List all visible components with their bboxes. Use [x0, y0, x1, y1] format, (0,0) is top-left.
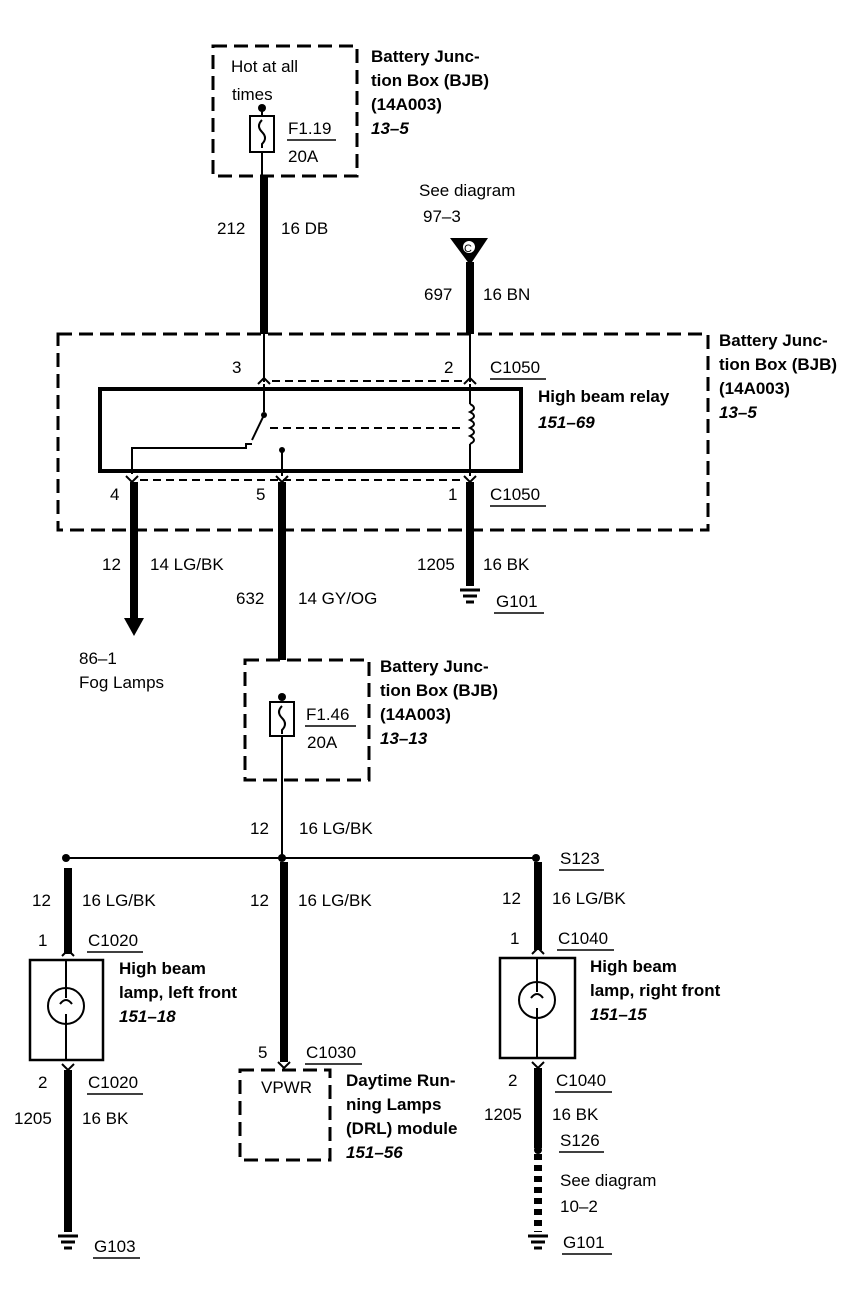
right-see-1: See diagram — [560, 1171, 656, 1190]
wire-12-fog-gauge: 14 LG/BK — [150, 555, 224, 574]
wire-697-gauge: 16 BN — [483, 285, 530, 304]
fuse-f146-id: F1.46 — [306, 705, 349, 724]
drl-terminal: VPWR — [261, 1078, 312, 1097]
left-circuit: 12 — [32, 891, 51, 910]
bjb-main-title-1: Battery Junc- — [719, 331, 828, 350]
see-top-line-1: See diagram — [419, 181, 515, 200]
right-see-2: 10–2 — [560, 1197, 598, 1216]
fog-arrow-icon — [124, 618, 144, 636]
wire-212-circuit: 212 — [217, 219, 245, 238]
bjb-mid-title-2: tion Box (BJB) — [380, 681, 498, 700]
connector-c1050-top: C1050 — [490, 358, 540, 377]
wire-12-mid-gauge: 16 LG/BK — [299, 819, 373, 838]
right-ref: 151–15 — [590, 1005, 647, 1024]
pin-3: 3 — [232, 358, 241, 377]
relay-ref: 151–69 — [538, 413, 595, 432]
relay-coil-icon — [467, 403, 475, 445]
wire-12-fog-circuit: 12 — [102, 555, 121, 574]
bjb-top-box — [211, 44, 359, 178]
right-pin-top: 1 — [510, 929, 519, 948]
connector-c1050-bottom: C1050 — [490, 485, 540, 504]
pin-4: 4 — [110, 485, 119, 504]
splice-s123: S123 — [560, 849, 600, 868]
splice-s126-node — [534, 1146, 542, 1154]
ground-g103-icon — [58, 1234, 78, 1250]
fuse-f146-rating: 20A — [307, 733, 338, 752]
wire-632-gauge: 14 GY/OG — [298, 589, 377, 608]
wire-1205-top-circuit: 1205 — [417, 555, 455, 574]
bjb-mid-box — [243, 658, 371, 782]
wire-12-mid-circuit: 12 — [250, 819, 269, 838]
right-pin-bottom: 2 — [508, 1071, 517, 1090]
ground-g101-top-icon — [460, 588, 480, 604]
bjb-top-title-1: Battery Junc- — [371, 47, 480, 66]
drl-name-3: (DRL) module — [346, 1119, 457, 1138]
fog-line-2: Fog Lamps — [79, 673, 164, 692]
right-name-2: lamp, right front — [590, 981, 721, 1000]
pin-2: 2 — [444, 358, 453, 377]
fog-line-1: 86–1 — [79, 649, 117, 668]
bjb-main-ref: 13–5 — [719, 403, 757, 422]
drl-pin: 5 — [258, 1043, 267, 1062]
drl-ref: 151–56 — [346, 1143, 403, 1162]
left-pin-top: 1 — [38, 931, 47, 950]
right-circuit: 12 — [502, 889, 521, 908]
wire-697-circuit: 697 — [424, 285, 452, 304]
fuse-f119-rating: 20A — [288, 147, 319, 166]
bjb-top-hot-2: times — [232, 85, 273, 104]
relay-switch-icon — [251, 414, 265, 441]
bjb-mid-ref: 13–13 — [380, 729, 428, 748]
ground-g103: G103 — [94, 1237, 136, 1256]
ground-g101-bottom: G101 — [563, 1233, 605, 1252]
high-beam-relay-box — [98, 387, 523, 473]
right-gauge-bottom: 16 BK — [552, 1105, 599, 1124]
ground-g101-top: G101 — [496, 592, 538, 611]
fuse-f119-id: F1.19 — [288, 119, 331, 138]
pin-5: 5 — [256, 485, 265, 504]
bjb-top-title-2: tion Box (BJB) — [371, 71, 489, 90]
bjb-main-title-3: (14A003) — [719, 379, 790, 398]
see-top-line-2: 97–3 — [423, 207, 461, 226]
bjb-top-hot-1: Hot at all — [231, 57, 298, 76]
bjb-top-title-3: (14A003) — [371, 95, 442, 114]
wire-1205-top-gauge: 16 BK — [483, 555, 530, 574]
left-connector-top: C1020 — [88, 931, 138, 950]
bjb-main-title-2: tion Box (BJB) — [719, 355, 837, 374]
drl-name-2: ning Lamps — [346, 1095, 441, 1114]
right-gauge: 16 LG/BK — [552, 889, 626, 908]
connector-c-letter: C — [464, 243, 472, 255]
bjb-top-ref: 13–5 — [371, 119, 409, 138]
ground-g101-bottom-icon — [528, 1234, 548, 1250]
left-circuit-bottom: 1205 — [14, 1109, 52, 1128]
drl-module-box — [238, 1068, 332, 1162]
right-connector-bottom: C1040 — [556, 1071, 606, 1090]
left-ref: 151–18 — [119, 1007, 176, 1026]
right-name-1: High beam — [590, 957, 677, 976]
left-name-1: High beam — [119, 959, 206, 978]
left-name-2: lamp, left front — [119, 983, 237, 1002]
left-connector-bottom: C1020 — [88, 1073, 138, 1092]
wire-632-circuit: 632 — [236, 589, 264, 608]
pin-1: 1 — [448, 485, 457, 504]
splice-s126: S126 — [560, 1131, 600, 1150]
left-gauge-bottom: 16 BK — [82, 1109, 129, 1128]
right-circuit-bottom: 1205 — [484, 1105, 522, 1124]
left-gauge: 16 LG/BK — [82, 891, 156, 910]
bjb-mid-title-3: (14A003) — [380, 705, 451, 724]
drl-connector: C1030 — [306, 1043, 356, 1062]
relay-name: High beam relay — [538, 387, 670, 406]
drl-circuit: 12 — [250, 891, 269, 910]
bjb-main-box — [56, 332, 710, 532]
drl-gauge: 16 LG/BK — [298, 891, 372, 910]
left-pin-bottom: 2 — [38, 1073, 47, 1092]
wire-212-gauge: 16 DB — [281, 219, 328, 238]
bjb-mid-title-1: Battery Junc- — [380, 657, 489, 676]
right-connector-top: C1040 — [558, 929, 608, 948]
drl-name-1: Daytime Run- — [346, 1071, 456, 1090]
